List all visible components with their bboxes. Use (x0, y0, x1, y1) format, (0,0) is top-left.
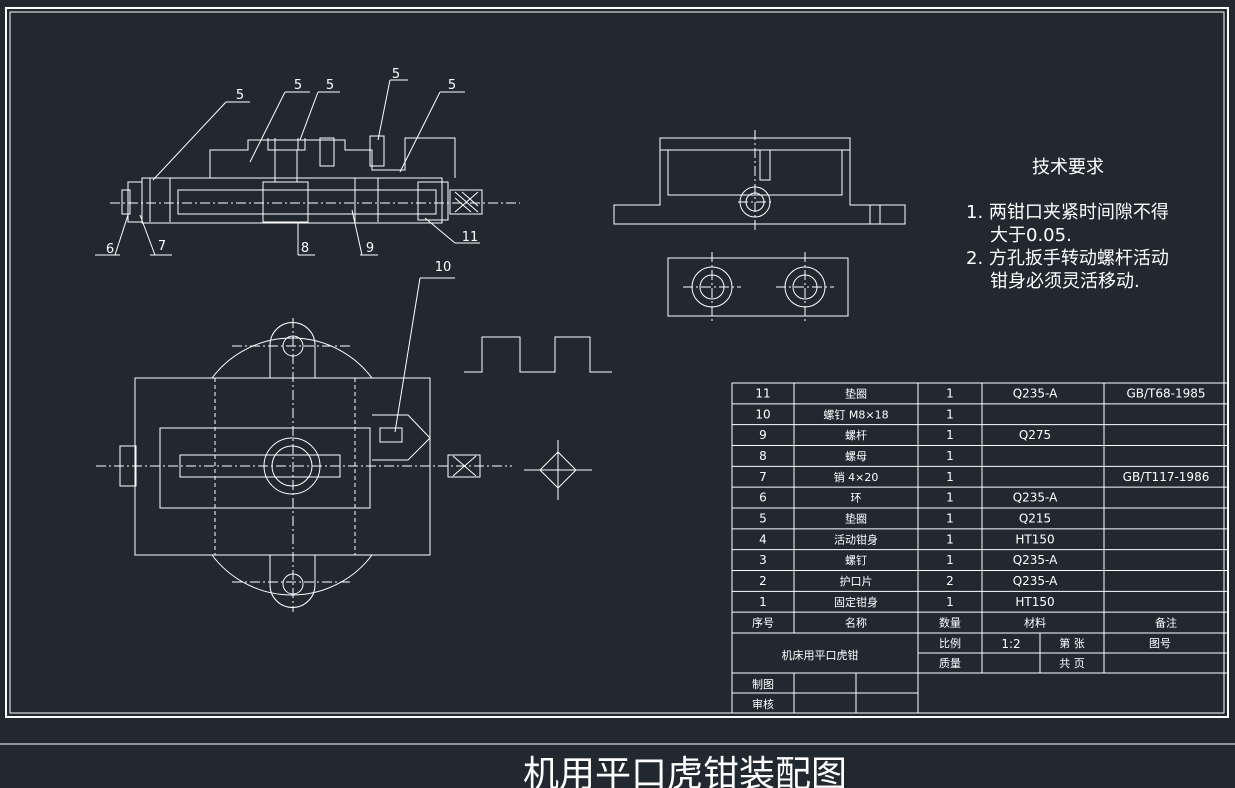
cell-part-no: 6 (759, 491, 767, 505)
cell-part-name: 螺钉 M8×18 (823, 408, 888, 421)
tech-requirements: 技术要求 1. 两钳口夹紧时间隙不得 大于0.05. 2. 方孔扳手转动螺杆活动… (966, 157, 1169, 292)
tech-requirement-line: 钳身必须灵活移动. (990, 271, 1140, 292)
balloon-label: 5 (448, 78, 456, 93)
front-view (110, 135, 520, 224)
balloon-label: 10 (435, 260, 452, 275)
cell-part-no: 4 (759, 532, 767, 546)
cell-qty: 1 (946, 407, 954, 421)
cell-qty: 1 (946, 511, 954, 525)
cell-part-name: 螺杆 (845, 428, 867, 442)
side-view (613, 130, 906, 230)
balloon-label: 11 (462, 230, 479, 245)
scale-label: 比例 (939, 636, 961, 650)
assembly-name: 机床用平口虎钳 (782, 648, 859, 662)
balloon-label: 5 (294, 78, 302, 93)
cell-material: Q235-A (1013, 553, 1058, 567)
cell-part-no: 7 (759, 470, 767, 484)
cell-part-name: 螺钉 (845, 554, 867, 567)
cell-qty: 1 (946, 428, 954, 442)
cell-qty: 1 (946, 470, 954, 484)
cell-part-no: 8 (759, 449, 767, 463)
cell-part-name: 销 4×20 (834, 470, 879, 484)
cell-material: Q235-A (1013, 386, 1058, 400)
table-header-cell: 序号 (752, 616, 774, 630)
top-view: 10 (96, 260, 592, 612)
sheet-label: 第 张 (1059, 636, 1085, 650)
front-view-leaders (95, 79, 480, 256)
drawing-no-label: 图号 (1149, 637, 1171, 650)
cell-material: Q275 (1019, 428, 1051, 442)
total-pages-label: 共 页 (1059, 657, 1085, 670)
cell-part-no: 10 (755, 407, 770, 421)
outer-border (5, 7, 1229, 718)
cell-qty: 1 (946, 553, 954, 567)
cell-part-no: 11 (755, 386, 770, 400)
table-header-cell: 材料 (1024, 616, 1046, 630)
cell-part-name: 固定钳身 (834, 595, 878, 609)
balloon-label: 5 (326, 78, 334, 93)
cell-part-no: 2 (759, 574, 767, 588)
cell-note: GB/T68-1985 (1126, 386, 1205, 400)
tech-requirements-heading: 技术要求 (1032, 157, 1104, 178)
cell-part-no: 5 (759, 511, 767, 525)
cell-part-name: 螺母 (845, 450, 867, 463)
cell-qty: 1 (946, 532, 954, 546)
jaw-profile-sketch (464, 336, 612, 373)
table-header-cell: 备注 (1155, 616, 1177, 630)
cell-part-name: 垫圈 (845, 511, 867, 525)
cell-part-name: 护口片 (840, 574, 873, 588)
tech-requirement-line: 大于0.05. (990, 225, 1072, 246)
cell-material: HT150 (1015, 595, 1054, 609)
table-header-cell: 名称 (845, 616, 867, 630)
balloon-label: 6 (106, 242, 114, 257)
drawn-by-label: 制图 (752, 678, 774, 691)
balloon-label: 5 (392, 67, 400, 82)
jaw-plate-view (667, 252, 849, 322)
tech-requirement-line: 2. 方孔扳手转动螺杆活动 (966, 248, 1169, 269)
cell-material: Q235-A (1013, 491, 1058, 505)
balloon-label: 7 (158, 239, 166, 254)
cell-material: Q235-A (1013, 574, 1058, 588)
cell-note: GB/T117-1986 (1123, 470, 1210, 484)
scale-value: 1:2 (1001, 637, 1020, 651)
cell-part-no: 9 (759, 428, 767, 442)
cell-part-no: 3 (759, 553, 767, 567)
drawing-title: 机用平口虎钳装配图 (523, 754, 847, 788)
cell-qty: 1 (946, 595, 954, 609)
tech-requirement-line: 1. 两钳口夹紧时间隙不得 (966, 202, 1169, 223)
balloon-label: 8 (301, 241, 309, 256)
cell-part-name: 垫圈 (845, 386, 867, 400)
cell-material: HT150 (1015, 532, 1054, 546)
balloon-label: 9 (366, 241, 374, 256)
cell-qty: 1 (946, 449, 954, 463)
cell-qty: 1 (946, 491, 954, 505)
table-header-cell: 数量 (939, 617, 961, 630)
title-block: 机床用平口虎钳 比例 1:2 第 张 图号 质量 共 页 制图 审核 (731, 632, 1229, 714)
weight-label: 质量 (939, 657, 961, 670)
front-view-balloon-labels: 5 5 5 5 5 6 7 8 9 11 (106, 67, 478, 257)
cell-part-name: 活动钳身 (834, 532, 878, 546)
checked-by-label: 审核 (752, 697, 774, 711)
cell-qty: 1 (946, 386, 954, 400)
inner-border (9, 11, 1225, 714)
cell-part-no: 1 (759, 595, 767, 609)
cell-qty: 2 (946, 574, 954, 588)
balloon-label: 5 (236, 88, 244, 103)
cell-part-name: 环 (851, 492, 862, 505)
cell-material: Q215 (1019, 511, 1051, 525)
